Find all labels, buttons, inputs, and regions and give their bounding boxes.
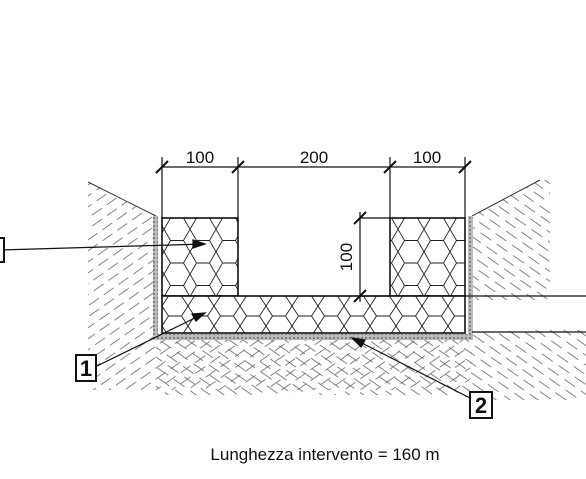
dim-right-width: 100 [413, 148, 441, 167]
soil-right [470, 179, 586, 400]
dim-gap-width: 200 [300, 148, 328, 167]
dim-left-width: 100 [186, 148, 214, 167]
height-dimension-line [353, 211, 390, 303]
gabion-base-mattress [161, 295, 466, 334]
top-dimension-line [155, 157, 472, 218]
label-2-text: 2 [475, 393, 487, 418]
leader-lines [0, 239, 586, 399]
gabion-left-wall [161, 217, 239, 297]
label-1-text: 1 [80, 356, 92, 381]
intervention-length-caption: Lunghezza intervento = 160 m [210, 445, 439, 464]
label-box-1: 1 [75, 354, 97, 382]
geotextile-layer [153, 216, 473, 340]
label-box-cutoff [0, 237, 5, 263]
label-box-2: 2 [469, 391, 493, 419]
dim-wall-height: 100 [337, 243, 356, 271]
soil-bottom [156, 340, 472, 395]
gabion-right-wall [389, 217, 466, 297]
